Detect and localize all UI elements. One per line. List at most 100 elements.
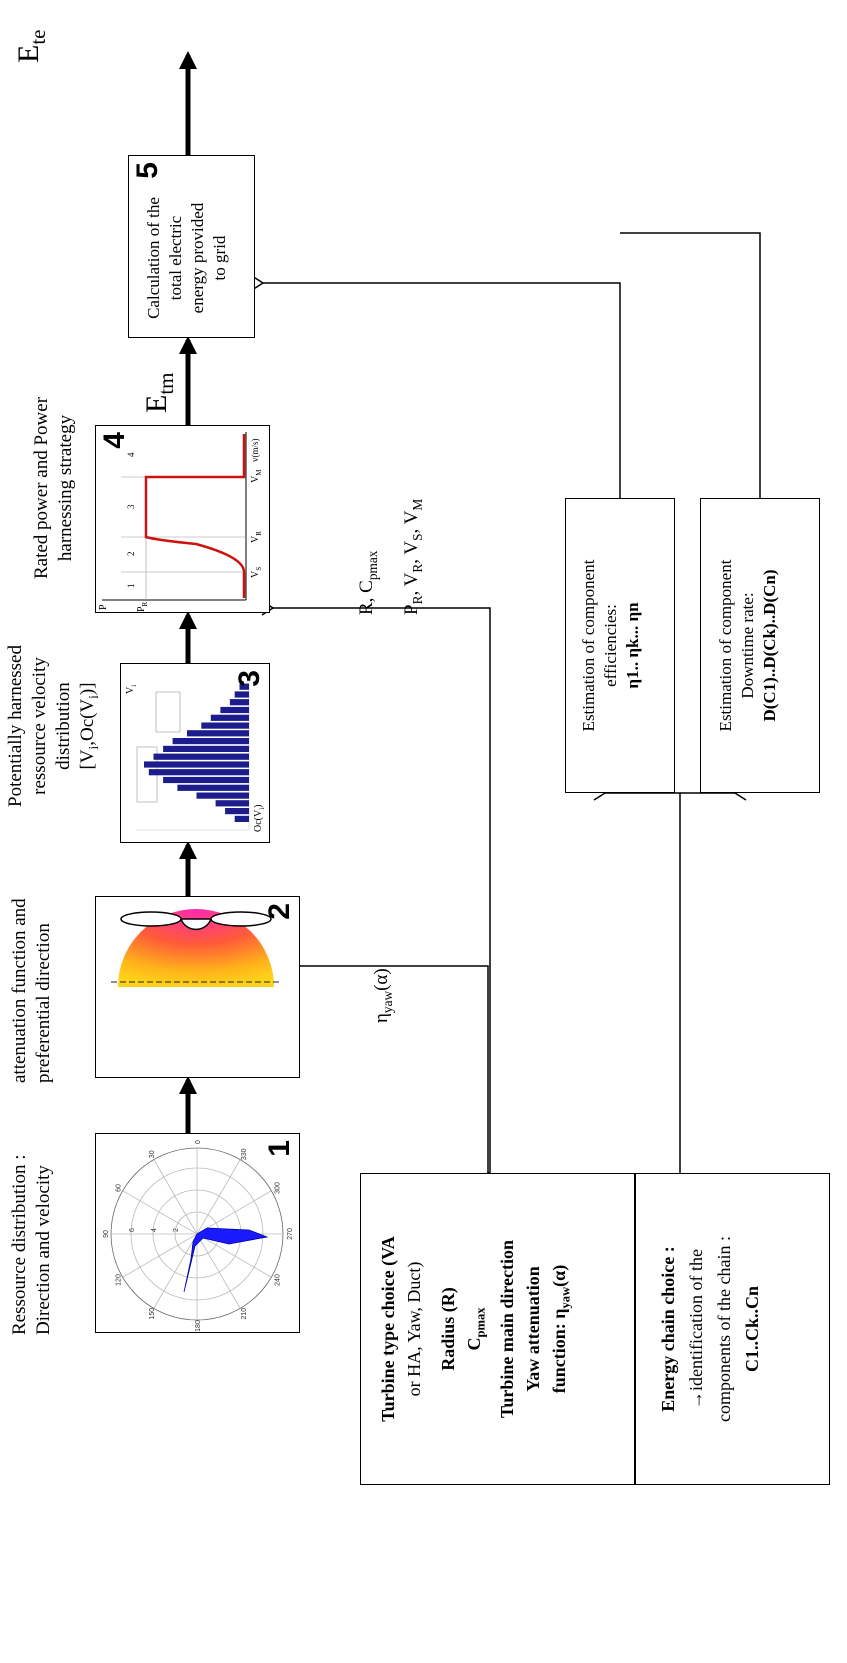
hist-bar (229, 699, 250, 706)
caption-1-line2: Direction and velocity (33, 1165, 54, 1335)
eff-line2: efficiencies: (601, 604, 620, 687)
hist-bar (220, 706, 250, 714)
chain-line4: C1..Ck..Cn (742, 1285, 762, 1373)
caption-4-line2: harnessing strategy (55, 414, 76, 562)
power-x-label: v(m/s) (250, 438, 260, 462)
turbine-line5: Turbine main direction (496, 1239, 517, 1419)
turbine-line6: Yaw attenuation (522, 1266, 543, 1392)
box-downtime: Estimation of component Downtime rate: D… (700, 498, 820, 793)
line-down-calc (620, 232, 761, 498)
down-line1: Estimation of component (716, 559, 735, 732)
hist-bar (153, 753, 249, 760)
region-3: 3 (126, 504, 136, 509)
power-y-label: P (98, 604, 109, 610)
caption-3: Potentially harnessed ressource velocity… (4, 611, 106, 841)
caption-3-line4: [Vi,Oc(Vi)] (77, 682, 101, 770)
caption-2-line1: attenuation function and (9, 898, 30, 1083)
hist-bar (225, 808, 249, 815)
tick-vm: VM (250, 469, 263, 483)
label-ete: Ete (12, 29, 50, 63)
box-2-attenuation: 2 (95, 896, 300, 1078)
caption-1-line1: Ressource distribution : (9, 1154, 30, 1335)
polar-radial-label: 4 (151, 1228, 158, 1232)
chain-text: Energy chain choice : →identification of… (654, 1174, 766, 1484)
caption-4: Rated power and Power harnessing strateg… (30, 373, 78, 603)
polar-angle-label: 240 (275, 1274, 282, 1286)
box-5-line3: energy provided (188, 202, 207, 314)
hist-bar (239, 683, 249, 690)
down-line2: Downtime rate: (738, 592, 757, 699)
box-1-number: 1 (263, 1140, 296, 1157)
polar-angle-label: 210 (241, 1308, 248, 1320)
box-5-calculation: Calculation of the total electric energy… (128, 155, 255, 338)
box-3-histogram: Oc(Vi) Vi 3 (120, 663, 270, 843)
line-params (261, 600, 491, 1174)
eff-line1: Estimation of component (579, 559, 598, 732)
box-5-number: 5 (131, 162, 164, 179)
hist-bar (210, 714, 250, 721)
polar-angle-label: 270 (287, 1228, 294, 1240)
box-5-line1: Calculation of the (144, 197, 163, 319)
caption-1: Ressource distribution : Direction and v… (8, 1105, 56, 1335)
polar-radial-label: 6 (129, 1228, 136, 1232)
box-efficiencies: Estimation of component efficiencies: η1… (565, 498, 675, 793)
down-line3: D(C1)..D(Ck)..D(Cn) (760, 569, 779, 722)
caption-3-line3: distribution (53, 682, 74, 770)
hist-xlabel: Vi (125, 685, 138, 694)
chain-line3: components of the chain : (714, 1236, 734, 1422)
polar-angle-label: 150 (149, 1308, 156, 1320)
chain-line1: Energy chain choice : (658, 1246, 678, 1412)
box-5-text: Calculation of the total electric energy… (143, 183, 231, 333)
region-4: 4 (126, 452, 136, 457)
caption-2-line2: preferential direction (33, 923, 54, 1083)
polar-angle-label: 330 (241, 1148, 248, 1160)
eff-line3: η1.. ηk... ηn (623, 602, 642, 689)
label-r-cpmax: R, Cpmax (356, 550, 380, 615)
box-turbine-choice: Turbine type choice (VA or HA, Yaw, Duct… (360, 1173, 635, 1485)
power-curve-plot: P PR v(m/s) VS VR VM 1 2 3 4 (98, 432, 263, 612)
hist-bar (148, 769, 249, 776)
polar-angle-label: 30 (149, 1150, 156, 1158)
region-1: 1 (126, 584, 136, 589)
turbine-line4: Cpmax (464, 1307, 488, 1351)
hist-ylabel: Oc(Vi) (253, 804, 266, 832)
caption-2: attenuation function and preferential di… (8, 843, 56, 1083)
hist-bar (163, 776, 249, 784)
hist-bar (234, 815, 249, 822)
turbine-line3: Radius (R) (438, 1287, 458, 1371)
box-5-line2: total electric (166, 215, 185, 301)
box-2-number: 2 (263, 903, 296, 920)
tick-vr: VR (250, 531, 263, 543)
hist-bar (215, 800, 249, 807)
box-5-line4: to grid (210, 235, 229, 281)
polar-angle-label: 120 (115, 1274, 122, 1286)
label-eta-yaw: ηyaw(α) (371, 968, 395, 1023)
polar-angle-label: 60 (115, 1184, 122, 1192)
hist-bar (201, 722, 250, 729)
box-energy-chain: Energy chain choice : →identification of… (635, 1173, 830, 1485)
polar-radial-label: 2 (173, 1228, 180, 1232)
box-4-number: 4 (98, 432, 131, 449)
hist-bar (234, 691, 249, 698)
caption-4-line1: Rated power and Power (31, 396, 52, 580)
caption-3-line2: ressource velocity (29, 657, 50, 795)
polar-angle-label: 300 (275, 1182, 282, 1194)
hist-bar (187, 730, 249, 737)
hist-bar (163, 745, 249, 752)
chain-line2: →identification of the (686, 1249, 706, 1409)
line-chain-eff (593, 785, 681, 1173)
histogram-plot: Oc(Vi) Vi (125, 672, 266, 832)
turbine-text: Turbine type choice (VA or HA, Yaw, Duct… (375, 1174, 578, 1484)
label-pr-vr-vs-vm: PR, VR, VS, VM (401, 498, 425, 615)
turbine-line2: or HA, Yaw, Duct) (404, 1261, 424, 1397)
polar-angle-label: 0 (195, 1140, 202, 1144)
efficiencies-text: Estimation of component efficiencies: η1… (578, 499, 644, 792)
hist-bar (177, 784, 249, 791)
turbine-line1: Turbine type choice (VA (378, 1236, 398, 1422)
polar-angle-label: 90 (103, 1230, 110, 1238)
hist-bar (144, 761, 249, 768)
region-2: 2 (126, 552, 136, 557)
